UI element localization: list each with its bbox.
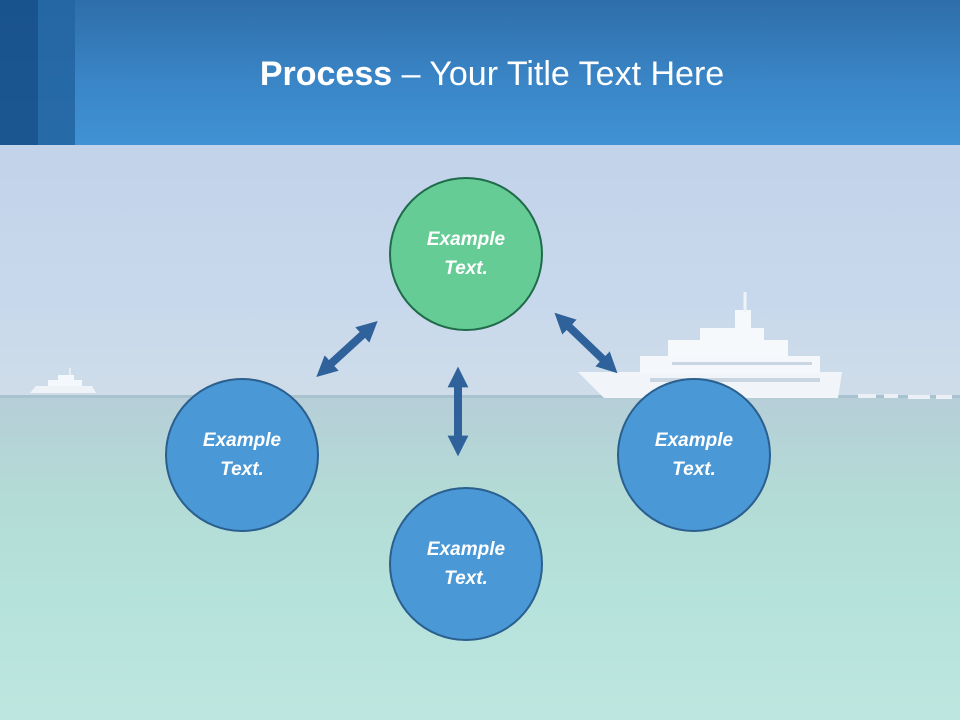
node-label: Example Text.: [426, 539, 506, 589]
arrow-top-right: [554, 312, 618, 374]
slide-title: Process – Your Title Text Here: [0, 52, 960, 96]
process-node-bottom: Example Text.: [389, 487, 543, 641]
node-label: Example Text.: [654, 430, 734, 480]
header-accent-band: [0, 0, 38, 145]
small-yacht-image: [30, 368, 96, 393]
header-accent-band: [38, 0, 75, 145]
process-node-top: Example Text.: [389, 177, 543, 331]
process-node-left: Example Text.: [165, 378, 319, 532]
title-rest: – Your Title Text Here: [392, 55, 725, 93]
arrow-left-top: [316, 320, 378, 378]
node-label: Example Text.: [202, 430, 282, 480]
title-bold: Process: [259, 55, 393, 93]
node-label: Example Text.: [426, 229, 506, 279]
title-bar: [0, 0, 960, 145]
horizon-line: [0, 395, 960, 398]
process-node-right: Example Text.: [617, 378, 771, 532]
distant-boats-image: [858, 394, 952, 399]
